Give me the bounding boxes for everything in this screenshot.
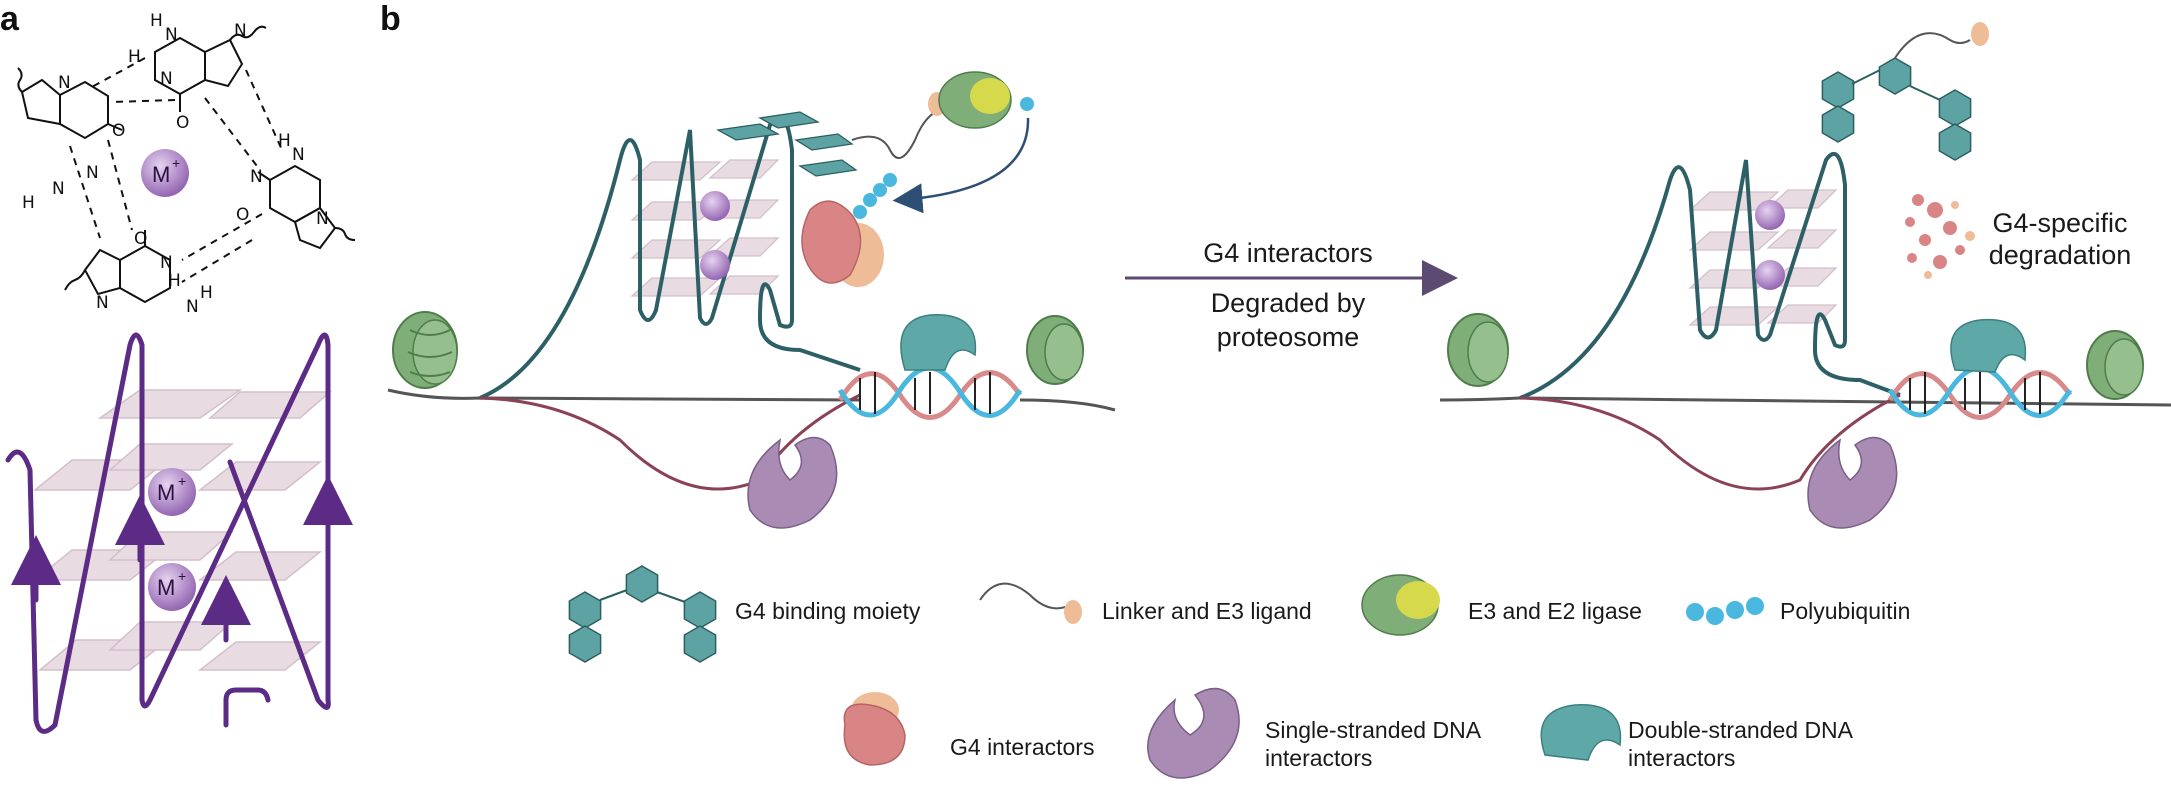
degradation-label-1: G4-specific (1992, 208, 2127, 238)
left-g4-ions (700, 191, 730, 280)
nucleosome-left (392, 311, 458, 389)
legend-ssdna-label-1: Single-stranded DNA (1265, 717, 1482, 743)
left-linker (851, 109, 941, 159)
right-scene: G4-specific degradation (1439, 22, 2171, 529)
svg-text:+: + (172, 155, 180, 171)
right-g4-plates (1688, 189, 1838, 326)
svg-text:O: O (236, 205, 249, 225)
svg-text:N: N (160, 69, 173, 89)
right-g4-strand (1519, 152, 1901, 400)
svg-text:O: O (134, 229, 147, 249)
svg-text:H: H (128, 47, 141, 67)
svg-text:N: N (186, 297, 199, 317)
g-quartet-atom-labels: H N H N O N N O N H N H N N O N O N H N … (22, 11, 329, 317)
stack-ion-bottom: M + (148, 563, 196, 611)
legend-linker-icon (979, 582, 1071, 610)
legend-linker-label: Linker and E3 ligand (1102, 598, 1312, 624)
svg-text:N: N (160, 253, 173, 273)
legend-polyub-label: Polyubiquitin (1780, 598, 1910, 624)
legend-dsdna-icon (1540, 704, 1622, 761)
legend-g4-interactors-label: G4 interactors (950, 734, 1094, 760)
svg-text:M: M (157, 480, 175, 505)
legend-dsdna-label-1: Double-stranded DNA (1628, 717, 1854, 743)
svg-text:H: H (278, 131, 291, 151)
right-free-protac (1821, 22, 1989, 161)
left-scene (387, 71, 1116, 529)
right-ss-strand (1519, 393, 1901, 491)
g-quartet-structure (17, 25, 356, 304)
svg-text:N: N (165, 25, 178, 45)
right-g4-ions (1755, 200, 1785, 290)
svg-text:H: H (168, 271, 181, 291)
legend-e3e2-label: E3 and E2 ligase (1468, 598, 1642, 624)
quartet-ion: M + (141, 149, 189, 197)
svg-text:M: M (152, 162, 170, 187)
svg-text:N: N (292, 145, 305, 165)
nucleosome-right (1026, 315, 1084, 385)
legend: G4 binding moiety Linker and E3 ligand E… (568, 565, 1910, 779)
svg-text:N: N (250, 167, 263, 187)
left-e3-ligase (938, 71, 1034, 129)
panel-b-letter: b (380, 0, 401, 38)
left-polyubiquitin (853, 173, 897, 219)
svg-text:N: N (86, 163, 99, 183)
nucleosome-right-scene-right (2086, 330, 2144, 400)
legend-ssdna-label-2: interactors (1265, 745, 1372, 771)
legend-ssdna-icon (1147, 687, 1240, 779)
left-transfer-arrow (892, 117, 1030, 214)
right-dsdna-interactor (1950, 318, 2027, 373)
nucleosome-right-scene-left (1447, 313, 1509, 387)
svg-text:H: H (150, 11, 163, 31)
arrow-label-bottom-2: proteosome (1217, 322, 1360, 352)
arrow-label-bottom-1: Degraded by (1211, 288, 1366, 318)
legend-g4-binding-label: G4 binding moiety (735, 598, 921, 624)
legend-polyub-icon (1686, 597, 1764, 625)
svg-text:N: N (58, 73, 71, 93)
left-g4-binding-moiety (715, 111, 858, 177)
legend-g4-interactor-icon (843, 692, 906, 766)
svg-text:O: O (176, 113, 189, 133)
degradation-label-2: degradation (1989, 240, 2132, 270)
left-g4-interactor (801, 200, 884, 287)
left-g4-strand (479, 114, 861, 400)
svg-text:+: + (178, 473, 186, 489)
degradation-fragments (1905, 194, 1975, 279)
svg-text:O: O (112, 121, 125, 141)
svg-text:+: + (178, 568, 186, 584)
svg-text:M: M (157, 575, 175, 600)
arrow-label-top: G4 interactors (1203, 238, 1373, 268)
svg-text:N: N (96, 293, 109, 313)
svg-text:N: N (52, 179, 65, 199)
left-double-helix (837, 365, 1023, 420)
svg-text:H: H (22, 193, 35, 213)
g4-stack-plates (32, 389, 333, 671)
panel-a-letter: a (0, 0, 20, 38)
left-dsdna-interactor (900, 314, 977, 371)
right-ssdna-interactor (1807, 436, 1898, 529)
legend-g4-binding-icon (568, 565, 717, 663)
legend-dsdna-label-2: interactors (1628, 745, 1735, 771)
right-double-helix (1887, 365, 2073, 420)
left-ss-strand (479, 393, 861, 491)
svg-text:N: N (234, 21, 247, 41)
g4-stack-strand (5, 332, 353, 734)
stack-ion-top: M + (148, 468, 196, 516)
svg-text:N: N (316, 209, 329, 229)
left-ssdna-interactor (747, 436, 838, 529)
process-arrow: G4 interactors Degraded by proteosome (1125, 238, 1458, 352)
svg-text:H: H (200, 283, 213, 303)
legend-e3e2-icon (1361, 574, 1440, 636)
